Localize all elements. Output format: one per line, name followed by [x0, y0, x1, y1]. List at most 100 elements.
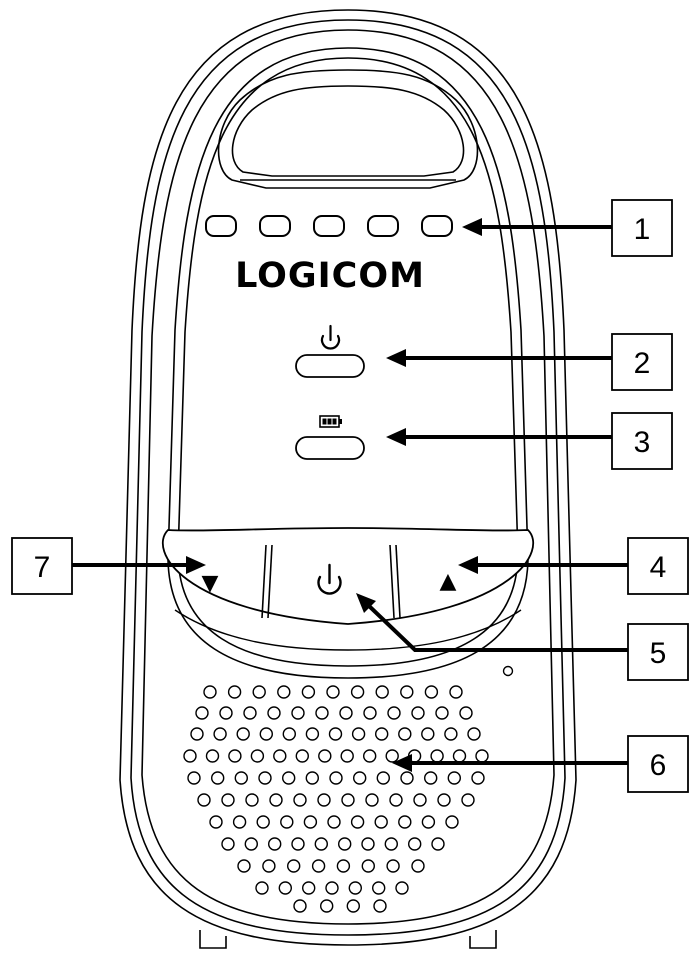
speaker-hole	[361, 837, 375, 851]
device-feet	[199, 930, 497, 949]
speaker-hole	[363, 706, 377, 720]
speaker-hole	[203, 685, 217, 699]
center-power-button[interactable]	[280, 545, 386, 615]
speaker-hole	[195, 706, 209, 720]
speaker-hole	[219, 706, 233, 720]
speaker-hole	[421, 815, 436, 829]
callout-arrow-4	[458, 556, 628, 574]
callout-box-3: 3	[611, 412, 673, 470]
callout-box-6: 6	[627, 735, 689, 793]
battery-button-body[interactable]	[295, 436, 365, 460]
speaker-hole	[373, 899, 387, 913]
foot-left	[199, 930, 227, 949]
speaker-hole	[259, 727, 273, 741]
speaker-hole	[445, 815, 459, 829]
callout-boxes: 1 2 3 4 5 6 7	[11, 199, 689, 793]
speaker-hole	[277, 685, 291, 699]
callout-box-1: 1	[611, 199, 673, 257]
speaker-hole	[252, 685, 266, 699]
speaker-hole	[325, 881, 339, 895]
speaker-hole	[374, 815, 388, 829]
callout-arrow-6	[392, 754, 628, 772]
power-button[interactable]	[295, 324, 365, 378]
speaker-hole	[305, 771, 319, 785]
speaker-hole	[234, 771, 249, 785]
face-panel-outer	[167, 47, 529, 679]
speaker-hole	[305, 727, 320, 741]
speaker-hole	[210, 771, 225, 785]
speaker-hole	[471, 771, 485, 785]
volume-down-hit-area[interactable]	[180, 540, 258, 610]
speaker-hole	[282, 727, 296, 741]
control-bar-shell	[161, 527, 535, 625]
speaker-hole	[236, 727, 250, 741]
speaker-hole	[262, 859, 276, 873]
speaker-hole	[411, 859, 425, 873]
speaker-hole	[475, 749, 489, 763]
speaker-hole	[424, 771, 438, 785]
volume-up-triangle-icon: ▲	[440, 569, 457, 594]
volume-up-button[interactable]: ▲	[404, 540, 484, 610]
speaker-hole	[287, 859, 301, 873]
led-indicators	[205, 215, 453, 237]
speaker-hole	[350, 815, 365, 829]
carry-handle	[217, 69, 479, 189]
callout-box-4: 4	[627, 537, 689, 595]
callout-label-5: 5	[650, 637, 667, 670]
speaker-hole	[303, 815, 318, 829]
led-indicator	[259, 215, 291, 237]
speaker-hole	[351, 727, 366, 741]
speaker-hole	[291, 837, 305, 851]
callout-arrow-1	[462, 218, 612, 236]
callout-arrow-3	[386, 428, 612, 446]
led-indicator	[367, 215, 399, 237]
speaker-hole	[341, 793, 355, 807]
speaker-hole	[280, 815, 294, 829]
body-outline-middle	[130, 19, 566, 936]
speaker-hole	[361, 859, 375, 873]
speaker-hole	[395, 881, 409, 895]
led-indicator	[313, 215, 345, 237]
control-bar-shadow	[174, 609, 522, 651]
speaker-hole	[363, 749, 377, 763]
callout-label-7: 7	[34, 551, 51, 584]
speaker-hole	[449, 685, 463, 699]
speaker-hole	[268, 837, 282, 851]
speaker-hole	[353, 771, 367, 785]
speaker-hole	[209, 815, 223, 829]
face-panel-inner	[177, 57, 519, 667]
speaker-hole	[255, 881, 269, 895]
speaker-hole	[314, 837, 328, 851]
speaker-hole	[278, 881, 292, 895]
speaker-hole	[461, 793, 475, 807]
speaker-hole	[243, 706, 257, 720]
speaker-hole	[398, 815, 412, 829]
speaker-hole	[348, 881, 362, 895]
speaker-hole	[187, 771, 201, 785]
brand-logo: LOGICOM	[235, 256, 425, 296]
volume-down-button[interactable]: ▼	[180, 540, 258, 610]
battery-icon	[319, 415, 342, 428]
speaker-hole	[237, 859, 251, 873]
body-outline-inner	[141, 29, 555, 925]
speaker-hole	[318, 749, 332, 763]
control-divider-left	[261, 544, 273, 619]
speaker-hole	[256, 815, 270, 829]
speaker-hole	[227, 685, 242, 699]
callout-box-2: 2	[611, 333, 673, 391]
callout-box-5: 5	[627, 623, 689, 681]
microphone-hole	[502, 665, 514, 677]
battery-button[interactable]	[295, 415, 365, 460]
speaker-hole	[338, 837, 352, 851]
speaker-hole	[408, 837, 422, 851]
speaker-hole	[326, 685, 340, 699]
speaker-hole	[282, 771, 296, 785]
speaker-hole	[250, 749, 265, 763]
speaker-hole	[400, 771, 414, 785]
speaker-hole	[183, 749, 197, 763]
callout-label-2: 2	[634, 347, 651, 380]
speaker-hole	[293, 899, 307, 913]
power-button-body[interactable]	[295, 354, 365, 378]
speaker-hole	[317, 793, 331, 807]
